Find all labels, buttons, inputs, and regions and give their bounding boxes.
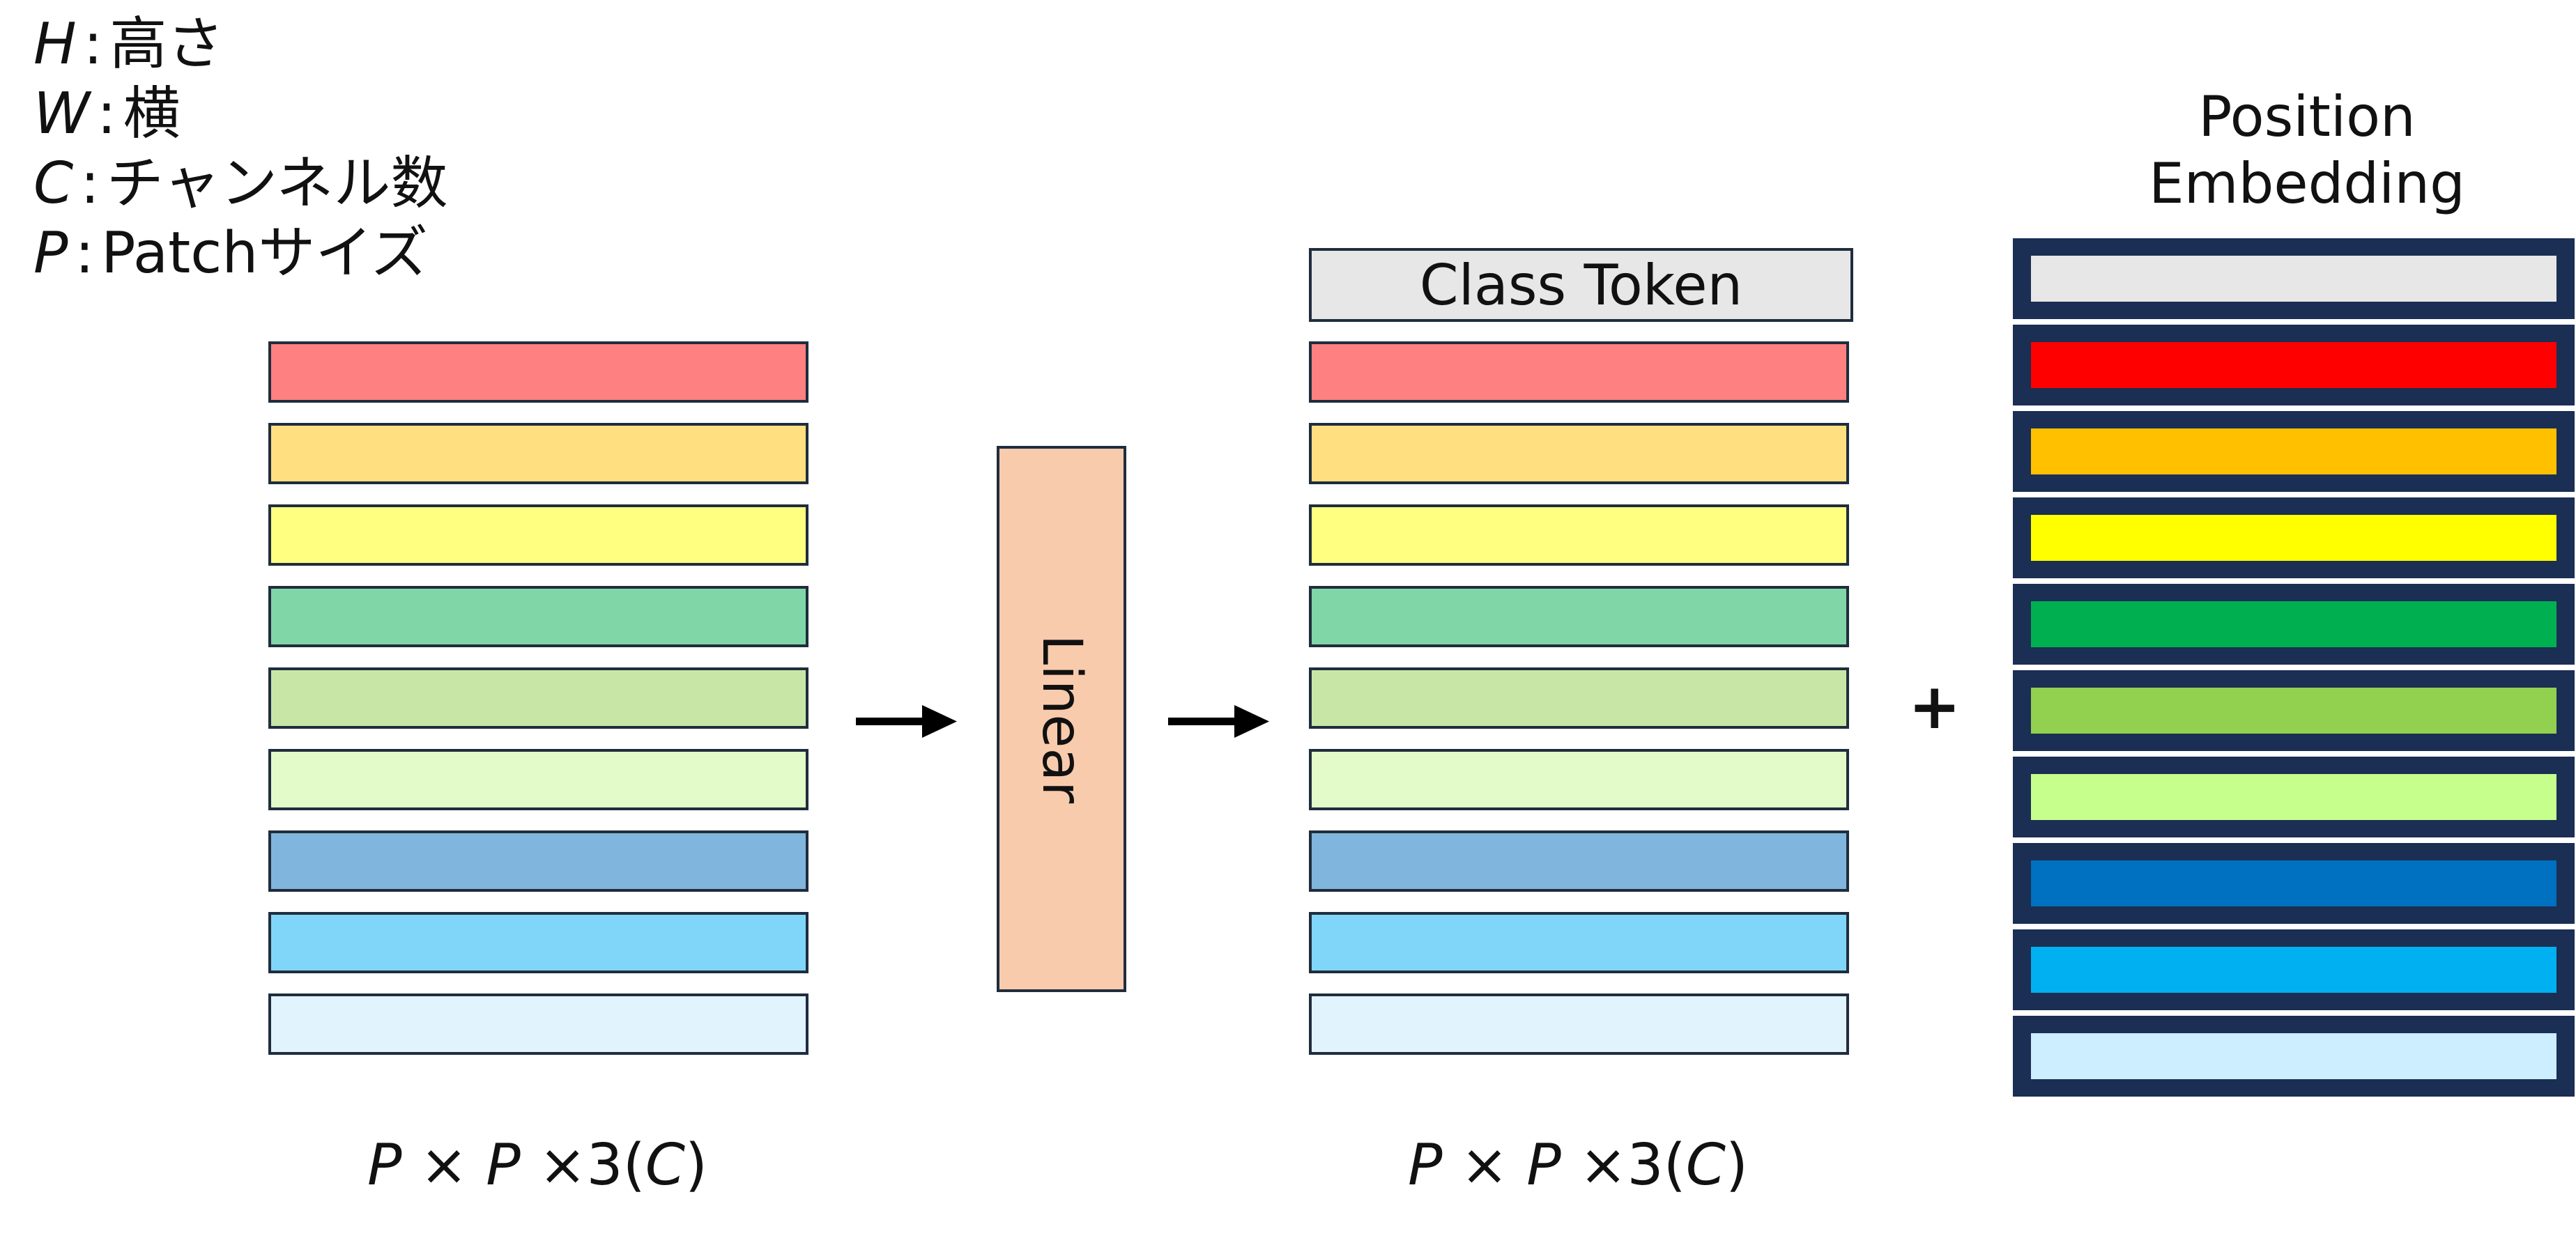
position-embedding-bar — [2031, 774, 2556, 820]
arrow-right-icon — [1168, 704, 1269, 741]
embedded-dimension-formula: P × P ×3(C) — [1408, 1132, 1748, 1198]
legend-label: チャンネル数 — [106, 150, 448, 217]
formula-close: ) — [1725, 1132, 1748, 1198]
patch-bar — [1309, 749, 1849, 810]
formula-c: C — [645, 1132, 685, 1198]
position-embedding-bar — [2031, 515, 2556, 561]
position-embedding-title-line2: Embedding — [2149, 151, 2465, 216]
position-embedding-bar — [2031, 342, 2556, 388]
position-embedding-cell — [2013, 929, 2575, 1010]
patch-bar — [268, 586, 808, 647]
patch-bar — [268, 830, 808, 892]
patch-bar — [1309, 993, 1849, 1055]
position-embedding-cell — [2013, 411, 2575, 492]
formula-p: P — [367, 1132, 402, 1198]
position-embedding-bar — [2031, 688, 2556, 734]
position-embedding-bar — [2031, 1033, 2556, 1079]
patch-bar — [268, 423, 808, 484]
arrow-right-icon — [856, 704, 957, 741]
legend-label: 高さ — [109, 11, 224, 77]
patch-bar — [1309, 504, 1849, 566]
legend-var: P — [33, 220, 68, 286]
class-token-label: Class Token — [1419, 252, 1743, 318]
legend-row-width: W:横 — [33, 79, 447, 149]
position-embedding-bar — [2031, 428, 2556, 474]
position-embedding-cell — [2013, 757, 2575, 837]
formula-rest: ×3( — [1561, 1132, 1686, 1198]
input-patch-stack — [268, 341, 808, 1055]
formula-rest: ×3( — [520, 1132, 645, 1198]
position-embedding-bar — [2031, 860, 2556, 906]
patch-bar — [1309, 912, 1849, 973]
formula-times: × — [1442, 1132, 1527, 1198]
position-embedding-bar — [2031, 601, 2556, 647]
embedded-patch-stack — [1309, 341, 1849, 1055]
patch-bar — [1309, 830, 1849, 892]
formula-times: × — [401, 1132, 486, 1198]
legend-label: Patchサイズ — [101, 220, 428, 286]
formula-p: P — [1526, 1132, 1561, 1198]
position-embedding-bar — [2031, 256, 2556, 302]
legend-label: 横 — [123, 81, 181, 147]
patch-bar — [268, 341, 808, 403]
patch-bar — [268, 993, 808, 1055]
legend-var: W — [33, 81, 91, 147]
legend-row-height: H:高さ — [33, 10, 447, 79]
position-embedding-cell — [2013, 497, 2575, 578]
legend-colon: : — [83, 11, 103, 77]
position-embedding-bar — [2031, 947, 2556, 993]
patch-bar — [1309, 586, 1849, 647]
linear-layer: Linear — [997, 446, 1126, 992]
patch-bar — [1309, 667, 1849, 729]
legend-row-patch: P:Patchサイズ — [33, 219, 447, 288]
position-embedding-title: Position Embedding — [2119, 84, 2495, 217]
plus-sign: + — [1908, 670, 1961, 743]
patch-bar — [268, 667, 808, 729]
legend-colon: : — [97, 81, 116, 147]
patch-bar — [1309, 341, 1849, 403]
legend-row-channels: C:チャンネル数 — [33, 149, 447, 219]
legend: H:高さ W:横 C:チャンネル数 P:Patchサイズ — [33, 10, 447, 288]
legend-var: C — [33, 150, 74, 217]
position-embedding-cell — [2013, 1016, 2575, 1097]
linear-label: Linear — [1030, 634, 1094, 804]
position-embedding-stack — [2013, 238, 2575, 1097]
patch-bar — [268, 912, 808, 973]
formula-close: ) — [684, 1132, 707, 1198]
patch-bar — [1309, 423, 1849, 484]
input-dimension-formula: P × P ×3(C) — [367, 1132, 707, 1198]
patch-bar — [268, 749, 808, 810]
legend-var: H — [33, 11, 77, 77]
position-embedding-cell — [2013, 325, 2575, 405]
legend-colon: : — [80, 150, 100, 217]
patch-bar — [268, 504, 808, 566]
class-token: Class Token — [1309, 248, 1853, 322]
legend-colon: : — [75, 220, 95, 286]
formula-p: P — [1408, 1132, 1443, 1198]
position-embedding-cell — [2013, 670, 2575, 751]
position-embedding-cell — [2013, 238, 2575, 319]
position-embedding-title-line1: Position — [2198, 84, 2416, 149]
formula-c: C — [1685, 1132, 1726, 1198]
position-embedding-cell — [2013, 584, 2575, 665]
formula-p: P — [486, 1132, 521, 1198]
position-embedding-cell — [2013, 843, 2575, 924]
